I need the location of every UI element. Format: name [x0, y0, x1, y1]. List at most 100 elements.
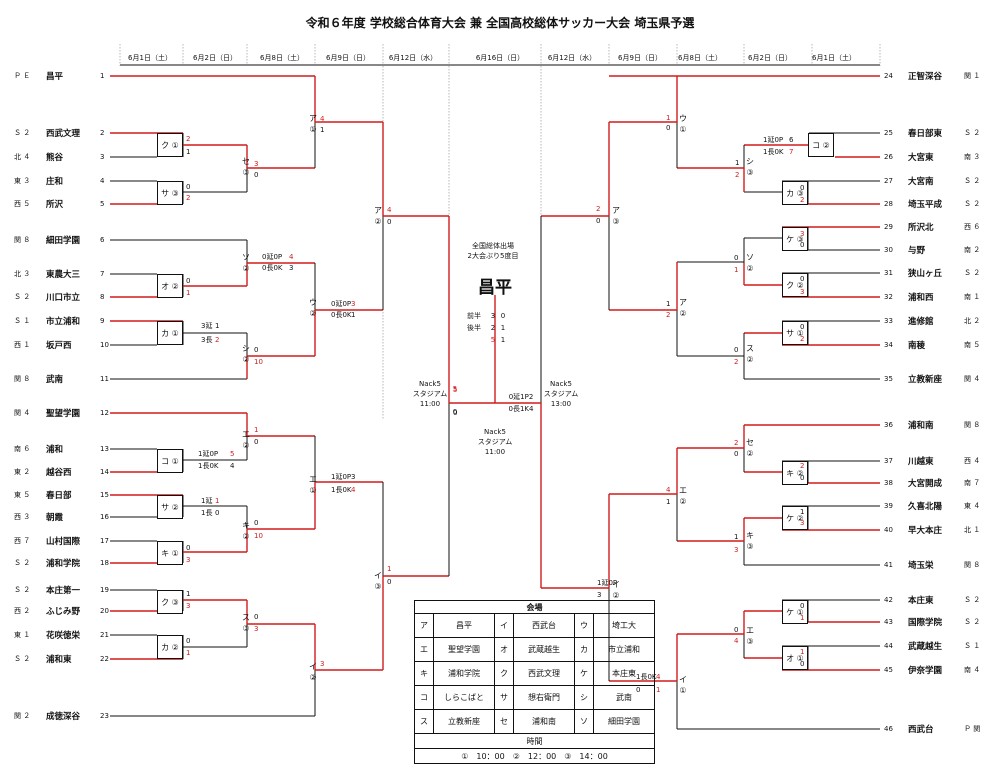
team-number: 37 — [884, 457, 893, 465]
venue-table: 会場ア昌平イ西武台ウ埼工大エ聖望学園オ武蔵越生カ市立浦和キ浦和学院ク西武文理ケ本… — [414, 600, 655, 764]
team-number: 41 — [884, 561, 893, 569]
match-score: 2 — [186, 135, 191, 143]
team-number: 29 — [884, 223, 893, 231]
champion-note: 全国総体出場 2大会ぶり5度目 — [467, 242, 519, 260]
venue-code: キ — [414, 661, 434, 686]
final-venue: Nack5 スタジアム 11:00 — [412, 380, 448, 408]
round-date: 6月1日（土） — [128, 54, 172, 62]
match-box: サ ① — [782, 321, 808, 345]
match-score: 7 — [789, 148, 794, 156]
match-score: 0 — [800, 275, 805, 283]
team-name: 聖望学園 — [46, 409, 81, 419]
team-number: 4 — [100, 177, 105, 185]
team-name: 本庄第一 — [46, 586, 81, 596]
team-name: 埼玉栄 — [908, 561, 934, 571]
match-box: ケ ② — [782, 506, 808, 530]
team-name: 春日部東 — [908, 129, 943, 139]
match-label: セ ③ — [242, 157, 250, 177]
team-seed: 東 ３ — [14, 177, 31, 185]
match-score: 0 — [186, 544, 191, 552]
venue-code: ケ — [574, 661, 594, 686]
venue-code: コ — [414, 685, 434, 710]
total-score: 1 — [500, 336, 506, 344]
team-number: 39 — [884, 502, 893, 510]
team-number: 10 — [100, 341, 109, 349]
team-number: 32 — [884, 293, 893, 301]
team-seed: 関 ８ — [964, 561, 981, 569]
match-score: 4 — [387, 206, 392, 214]
team-name: 春日部 — [46, 491, 72, 501]
match-score: 1長0K — [763, 148, 784, 156]
team-name: 庄和 — [46, 177, 64, 187]
match-score: 2 — [734, 358, 739, 366]
match-score: 2 — [596, 205, 601, 213]
team-name: 朝霞 — [46, 513, 64, 523]
match-label: ス ③ — [242, 613, 250, 633]
match-score: 0 — [254, 346, 259, 354]
match-score: 2 — [800, 462, 805, 470]
match-score: 1延 — [201, 497, 213, 505]
match-score: 2 — [186, 194, 191, 202]
team-name: 国際学院 — [908, 618, 943, 628]
team-number: 8 — [100, 293, 105, 301]
team-number: 12 — [100, 409, 109, 417]
final-score: 5 — [452, 385, 458, 393]
match-score: 3 — [254, 625, 259, 633]
team-number: 15 — [100, 491, 109, 499]
page-title: 令和６年度 学校総合体育大会 兼 全国高校総体サッカー大会 埼玉県予選 — [305, 16, 695, 30]
team-seed: 北 ４ — [14, 153, 31, 161]
venue-code: ウ — [574, 613, 594, 638]
team-name: 進修館 — [908, 317, 934, 327]
match-box: コ ① — [157, 449, 183, 473]
team-number: 7 — [100, 270, 105, 278]
venue-code: ソ — [574, 709, 594, 734]
match-box: ク ② — [782, 273, 808, 297]
team-name: 西武台 — [908, 725, 934, 735]
team-name: 本庄東 — [908, 596, 934, 606]
venue-header: 会場 — [414, 600, 655, 614]
match-score: 1 — [351, 311, 356, 319]
match-score: 0 — [254, 519, 259, 527]
match-label: エ ① — [309, 475, 317, 495]
team-seed: 南 ６ — [14, 445, 31, 453]
team-seed: Ｓ １ — [14, 317, 31, 325]
team-name: 細田学園 — [46, 236, 81, 246]
match-score: 0 — [734, 254, 739, 262]
match-score: 0 — [800, 241, 805, 249]
match-label: イ ① — [679, 675, 687, 695]
match-box: オ ① — [782, 646, 808, 670]
match-box: ク ① — [157, 133, 183, 157]
match-label: シ ② — [242, 344, 250, 364]
match-score: 1 — [215, 497, 220, 505]
team-seed: 関 ４ — [964, 375, 981, 383]
team-number: 30 — [884, 246, 893, 254]
team-seed: 南 ７ — [964, 479, 981, 487]
match-label: ア ② — [374, 206, 382, 226]
venue-name: 武蔵越生 — [513, 637, 575, 662]
team-name: 早大本庄 — [908, 526, 943, 536]
match-score: 5 — [453, 386, 458, 394]
match-box: キ ② — [782, 461, 808, 485]
match-score: 3延 — [201, 322, 213, 330]
match-score: 3 — [351, 300, 356, 308]
match-score: 2 — [666, 311, 671, 319]
venue-code: オ — [494, 637, 514, 662]
match-box: ケ ③ — [782, 227, 808, 251]
team-name: 正智深谷 — [908, 72, 943, 82]
half-score: 3 — [490, 312, 496, 320]
final-score: 0 — [452, 408, 458, 416]
round-date: 6月8日（土） — [678, 54, 722, 62]
team-seed: Ｓ ２ — [964, 129, 981, 137]
team-number: 43 — [884, 618, 893, 626]
team-number: 18 — [100, 559, 109, 567]
match-score: 2 — [735, 171, 740, 179]
team-name: 花咲徳栄 — [46, 631, 81, 641]
team-name: 伊奈学園 — [908, 666, 943, 676]
team-number: 36 — [884, 421, 893, 429]
team-name: 大宮南 — [908, 177, 934, 187]
team-number: 1 — [100, 72, 105, 80]
match-score: 4 — [289, 253, 294, 261]
match-label: ア ① — [309, 114, 317, 134]
half-label: 前半 — [467, 312, 481, 320]
team-name: 所沢北 — [908, 223, 934, 233]
